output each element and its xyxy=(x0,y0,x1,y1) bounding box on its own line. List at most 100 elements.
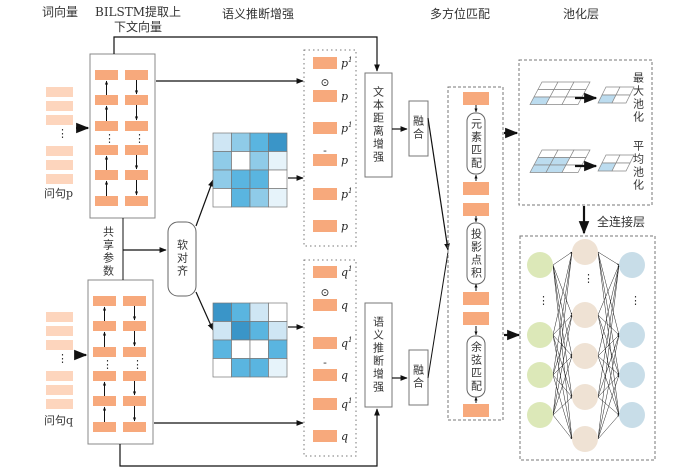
fc-connection xyxy=(597,251,620,416)
alignment-matrix-cell-p xyxy=(249,151,269,171)
symbol: p xyxy=(341,122,348,135)
matching-label-0: 元素匹配 xyxy=(470,118,483,170)
alignment-matrix-cell-q xyxy=(249,321,269,341)
alignment-matrix-cell-q xyxy=(249,339,269,359)
alignment-matrix-cell-q xyxy=(249,358,269,378)
hidden-node xyxy=(572,426,598,452)
input-node xyxy=(527,362,553,388)
symbol: q xyxy=(341,299,348,312)
shared-params-label: 共享参数 xyxy=(102,226,115,278)
semantic-inference-enhance-box xyxy=(364,302,393,408)
soft-align-box xyxy=(167,221,197,297)
output-node xyxy=(619,362,645,388)
alignment-matrix-cell-q xyxy=(268,358,288,378)
alignment-matrix-cell-p xyxy=(249,132,269,152)
ellipsis: ⋮ xyxy=(583,272,594,285)
lstm-cell-bwd xyxy=(125,145,148,155)
word-vector-q xyxy=(46,399,73,409)
word-vector-q xyxy=(46,385,73,395)
text-distance-enhance-box xyxy=(364,72,393,178)
vector-q xyxy=(313,266,337,278)
word-vector-p xyxy=(46,174,73,184)
lstm-cell-bwd xyxy=(125,70,148,80)
fusion-box-top xyxy=(408,100,429,157)
fc-connection xyxy=(552,264,573,357)
lstm-cell-fwd xyxy=(95,196,118,206)
lstm-cell-bwd xyxy=(123,296,146,306)
alignment-matrix-cell-q xyxy=(212,321,232,341)
soft-align-label: 软对齐 xyxy=(176,238,189,278)
vector-label-p: p xyxy=(341,154,348,167)
fc-connection xyxy=(552,251,573,266)
lstm-cell-fwd xyxy=(93,422,116,432)
vector-q xyxy=(313,398,337,410)
vector-q xyxy=(313,337,337,349)
alignment-matrix-cell-q xyxy=(231,358,251,378)
fc-connection xyxy=(597,264,620,357)
vector-label-p: p1 xyxy=(341,121,353,135)
soft-align-to-matrix-q xyxy=(195,291,214,331)
operator-subtract: - xyxy=(323,356,327,369)
soft-align-to-matrix-p xyxy=(195,179,214,227)
vector-label-q: q1 xyxy=(341,265,353,279)
lstm-cell-bwd xyxy=(125,170,148,180)
vector-p xyxy=(313,154,337,166)
max-pool-label: 最大池化 xyxy=(632,72,645,124)
fc-connection xyxy=(597,334,620,440)
fc-connection xyxy=(597,314,620,376)
lstm-cell-fwd xyxy=(95,95,118,105)
matching-label-2: 余弦匹配 xyxy=(470,340,483,393)
bilstm-box-q xyxy=(87,279,154,445)
fc-connection xyxy=(552,314,573,416)
lstm-cell-fwd xyxy=(95,170,118,180)
matching-module-0 xyxy=(466,112,486,175)
alignment-matrix-cell-q xyxy=(268,339,288,359)
max-pool-output-grid xyxy=(611,94,631,104)
pooling-box xyxy=(518,59,653,206)
header-pooling: 池化层 xyxy=(563,7,599,21)
header-semantic-inference: 语义推断增强 xyxy=(222,6,294,21)
fc-connection xyxy=(597,314,620,416)
ellipsis: ⋮ xyxy=(630,294,641,307)
vector-label-q: q xyxy=(341,430,348,443)
fc-connection xyxy=(597,396,620,416)
fc-connection xyxy=(552,251,573,376)
fc-connection xyxy=(552,374,573,440)
lstm-cell-bwd xyxy=(123,422,146,432)
vector-label-p: p1 xyxy=(341,56,353,70)
header-fully-connected: 全连接层 xyxy=(597,214,645,229)
symbol: q xyxy=(341,369,348,382)
symbol: q xyxy=(341,266,348,279)
symbol: q xyxy=(341,430,348,443)
fc-connection xyxy=(552,251,573,416)
fc-connection xyxy=(597,251,620,266)
superscript: 1 xyxy=(348,121,352,129)
alignment-matrix-cell-p xyxy=(212,169,232,189)
symbol: q xyxy=(341,398,348,411)
bilstm-q-to-semantic xyxy=(119,408,380,467)
alignment-matrix-cell-q xyxy=(212,302,232,322)
fc-connection xyxy=(552,414,573,440)
vector-label-p: p xyxy=(341,220,348,233)
lstm-cell-bwd xyxy=(123,347,146,357)
alignment-matrix-cell-q xyxy=(249,302,269,322)
matching-vector xyxy=(463,404,489,417)
matching-label-1: 投影点积 xyxy=(470,227,483,280)
alignment-matrix-cell-p xyxy=(212,151,232,171)
fc-connection xyxy=(552,314,573,336)
matching-vector xyxy=(463,182,489,195)
question-q-label: 问句q xyxy=(44,414,73,427)
output-node xyxy=(619,402,645,428)
bilstm-p-to-text-distance xyxy=(113,36,380,72)
ellipsis: ⋮ xyxy=(132,358,143,371)
question-p-label: 问句p xyxy=(44,187,73,200)
word-vector-q xyxy=(46,340,73,350)
symbol: p xyxy=(341,57,348,70)
ellipsis: ⋮ xyxy=(57,127,68,140)
word-vector-q xyxy=(46,326,73,336)
superscript: 1 xyxy=(348,265,352,273)
matching-vector xyxy=(463,92,489,105)
hidden-node xyxy=(572,384,598,410)
fc-connection xyxy=(597,414,620,440)
